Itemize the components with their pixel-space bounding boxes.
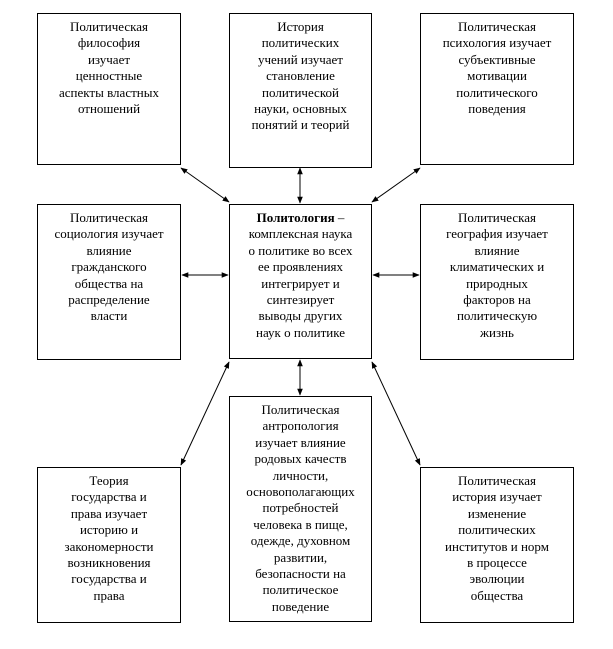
- box-text: Политическая социология изучает влияние …: [54, 210, 164, 324]
- box-text: Политическая философия изучает ценностны…: [59, 19, 159, 117]
- arrow-philosophy: [180, 167, 230, 203]
- box-text: Политология – комплексная наука о полити…: [248, 210, 353, 340]
- box-political-geography: Политическая география изучает влияние к…: [420, 204, 574, 360]
- box-text: Политическая география изучает влияние к…: [446, 210, 548, 340]
- box-history-of-political-teachings: История политических учений изучает стан…: [229, 13, 372, 168]
- arrow-psychology: [371, 167, 421, 203]
- box-text: Политическая антропология изучает влияни…: [246, 402, 355, 614]
- center-title: Политология: [256, 210, 335, 225]
- box-political-anthropology: Политическая антропология изучает влияни…: [229, 396, 372, 622]
- box-politology-center: Политология – комплексная наука о полити…: [229, 204, 372, 359]
- arrow-political-history: [371, 361, 421, 466]
- box-text: История политических учений изучает стан…: [251, 19, 350, 133]
- box-text: Политическая психология изучает субъекти…: [442, 19, 552, 117]
- box-political-psychology: Политическая психология изучает субъекти…: [420, 13, 574, 165]
- arrow-state-law-theory: [180, 361, 230, 466]
- box-text: Теория государства и права изучает истор…: [64, 473, 154, 603]
- box-political-sociology: Политическая социология изучает влияние …: [37, 204, 181, 360]
- box-political-philosophy: Политическая философия изучает ценностны…: [37, 13, 181, 165]
- box-text: Политическая история изучает изменение п…: [445, 473, 549, 603]
- box-theory-of-state-and-law: Теория государства и права изучает истор…: [37, 467, 181, 623]
- box-political-history: Политическая история изучает изменение п…: [420, 467, 574, 623]
